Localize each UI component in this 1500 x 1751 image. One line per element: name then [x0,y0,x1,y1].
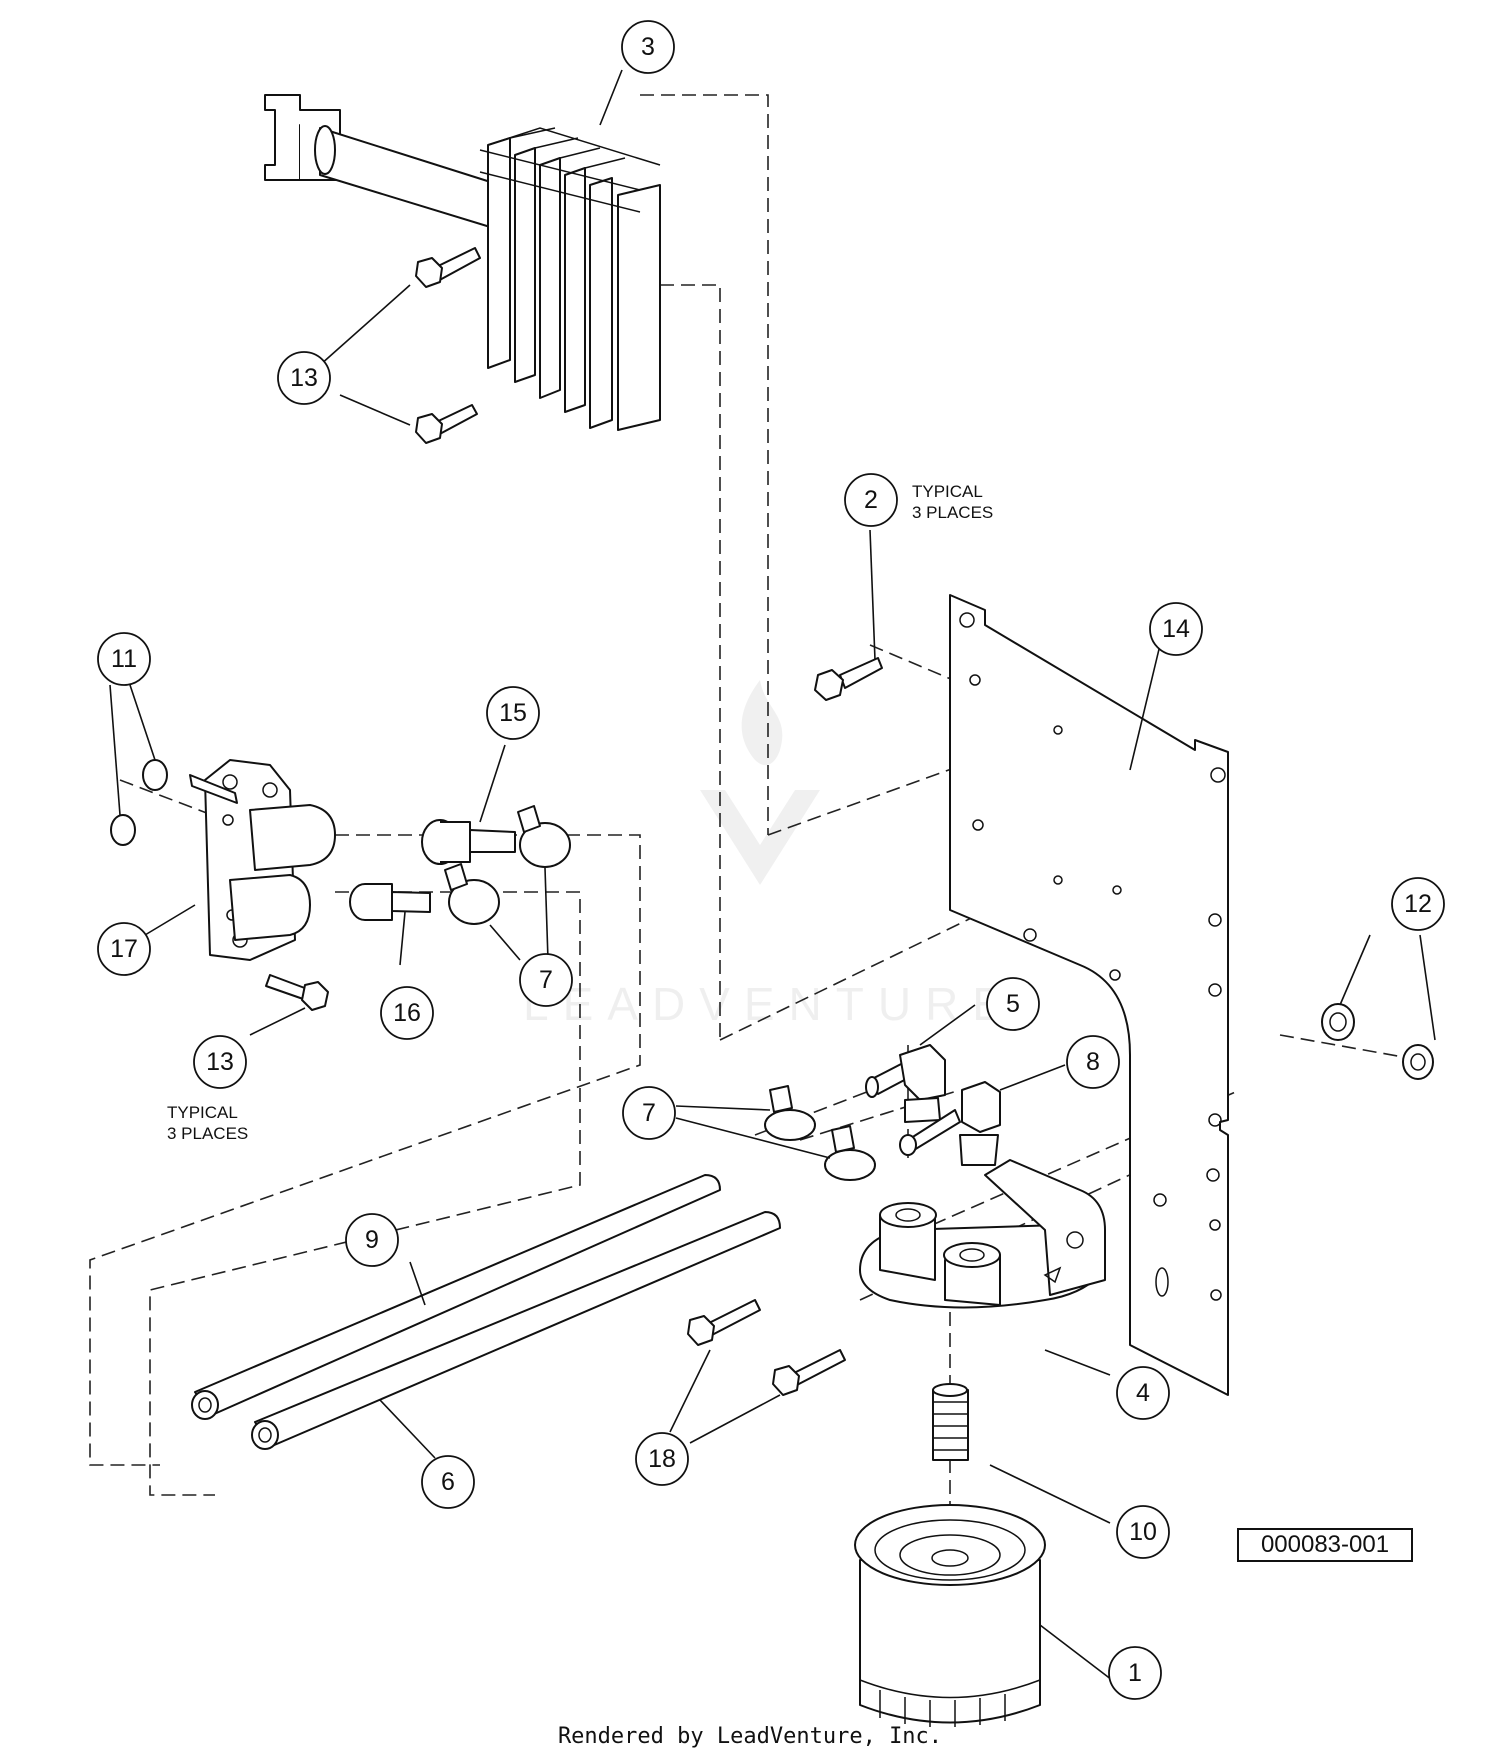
callout-7-upper: 7 [519,953,573,1007]
callout-4: 4 [1116,1366,1170,1420]
svg-text:8: 8 [1086,1048,1100,1076]
svg-text:3: 3 [641,33,655,61]
note-typical-lower: TYPICAL 3 PLACES [167,1103,248,1143]
diagram-id-box: 000083-001 [1237,1528,1413,1562]
svg-text:11: 11 [111,645,137,673]
svg-text:12: 12 [1404,890,1432,918]
svg-text:3 PLACES: 3 PLACES [912,503,993,522]
adapter-block [110,759,336,1011]
fittings [349,819,516,921]
svg-text:9: 9 [365,1226,379,1254]
leadventure-watermark: LEADVENTURE [523,680,1017,1030]
plate-bolt [814,657,883,701]
svg-text:6: 6 [441,1468,455,1496]
callout-13-lower: 13 [193,1035,247,1089]
callout-6: 6 [421,1455,475,1509]
render-credit: Rendered by LeadVenture, Inc. [557,1724,943,1749]
callout-18: 18 [635,1432,689,1486]
hose-clamps [444,805,876,1181]
svg-text:TYPICAL: TYPICAL [167,1103,238,1122]
oil-filter [854,1504,1046,1727]
head-bolts [687,1299,846,1396]
svg-text:TYPICAL: TYPICAL [912,482,983,501]
leader-lines [109,69,1436,1681]
svg-text:7: 7 [642,1099,656,1127]
svg-text:2: 2 [864,486,878,514]
svg-text:15: 15 [499,699,527,727]
callout-15: 15 [486,686,540,740]
callout-10: 10 [1116,1505,1170,1559]
callout-2: 2 [844,473,898,527]
callout-8: 8 [1066,1035,1120,1089]
svg-text:5: 5 [1006,990,1020,1018]
svg-text:13: 13 [290,364,318,392]
callout-16: 16 [380,986,434,1040]
callout-9: 9 [345,1213,399,1267]
svg-text:4: 4 [1136,1379,1150,1407]
svg-text:16: 16 [393,999,421,1027]
svg-text:1: 1 [1128,1659,1142,1687]
callout-17: 17 [97,922,151,976]
svg-text:10: 10 [1129,1518,1157,1546]
callout-1: 1 [1108,1646,1162,1700]
filter-head [859,1159,1106,1309]
callout-14: 14 [1149,602,1203,656]
svg-text:17: 17 [110,935,138,963]
plate-nuts [1321,1003,1434,1080]
callout-5: 5 [986,977,1040,1031]
hoses [191,1174,781,1450]
svg-text:7: 7 [539,966,553,994]
callout-13-upper: 13 [277,351,331,405]
callout-11: 11 [97,632,151,686]
svg-text:13: 13 [206,1048,234,1076]
callout-12: 12 [1391,877,1445,931]
threaded-nipple [932,1383,969,1461]
oil-cooler [264,94,661,444]
watermark-text: LEADVENTURE [523,978,1017,1030]
svg-text:3 PLACES: 3 PLACES [167,1124,248,1143]
elbow-fittings [865,1044,1001,1166]
callout-3: 3 [621,20,675,74]
callout-7-lower: 7 [622,1086,676,1140]
svg-text:18: 18 [648,1445,676,1473]
svg-text:14: 14 [1162,615,1190,643]
mounting-plate [949,594,1229,1396]
note-typical-upper: TYPICAL 3 PLACES [912,482,993,522]
